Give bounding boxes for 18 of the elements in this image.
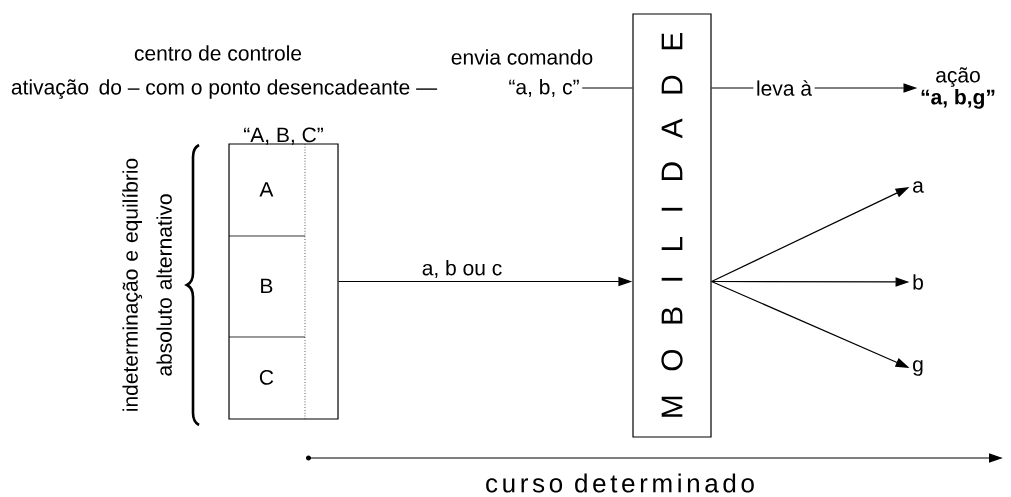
- row-text: ativação: [11, 79, 89, 99]
- mobility-box: M O B I L I D A D E: [632, 13, 712, 438]
- outcome-text: a: [913, 181, 924, 193]
- command-text: “a, b, c”: [509, 79, 579, 97]
- action-text: ação “a, b,g”: [921, 67, 995, 109]
- outcome-text: b: [913, 274, 923, 290]
- side-text: indeterminação e equilíbrio absoluto alternativo: [122, 158, 172, 411]
- cell: C: [259, 369, 274, 385]
- axis-caption: curso determinado: [486, 473, 754, 493]
- cell: A: [259, 182, 274, 197]
- caption-text: envia comando: [451, 49, 593, 65]
- top-text: centro de controle: [134, 45, 302, 61]
- outcome-text: g: [913, 360, 923, 376]
- edge-label: a, b ou c: [419, 258, 505, 280]
- row-text: do – com o ponto desencadeante —: [99, 79, 438, 99]
- cell: B: [261, 278, 273, 294]
- node-label: “A, B, C”: [244, 127, 323, 145]
- action-text: leva à: [757, 80, 812, 96]
